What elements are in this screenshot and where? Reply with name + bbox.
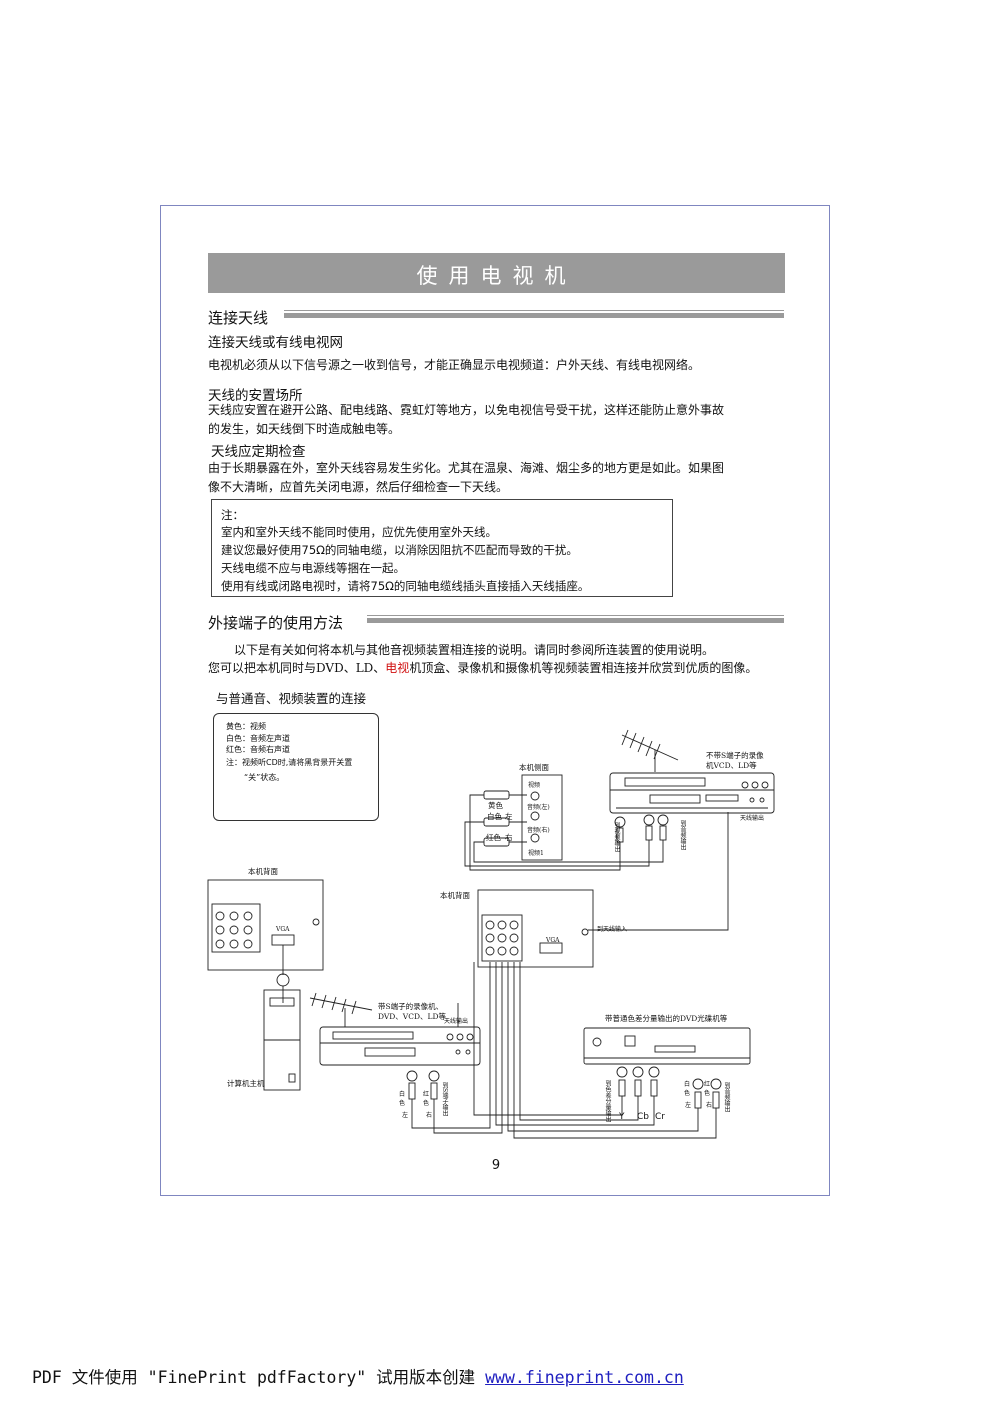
computer-tower bbox=[263, 989, 301, 1091]
to-audio-out-label: 到音频输出 bbox=[723, 1082, 730, 1112]
legend-line: 红色：音频右声道 bbox=[226, 745, 290, 754]
vga-label: VGA bbox=[546, 937, 560, 944]
s-vcr-label: 带S端子的录像机、 bbox=[378, 1002, 444, 1011]
dvd-plugs bbox=[616, 1066, 722, 1109]
cable-yellow-label: 黄色 bbox=[488, 801, 503, 810]
to-component-out-label: 到色差分量输出 bbox=[604, 1080, 611, 1122]
legend-line: 注：视频听CD时,请将黑背景开关置 bbox=[226, 758, 353, 767]
right-mark: 右 bbox=[426, 1112, 433, 1119]
vcr-top-label: 不带S端子的录像 bbox=[706, 751, 764, 760]
pdf-footer: PDF 文件使用 "FinePrint pdfFactory" 试用版本创建 w… bbox=[32, 1364, 684, 1388]
tv-side-panel bbox=[521, 774, 563, 861]
terminals-heading-rule bbox=[367, 615, 784, 623]
rear-panel-label: 本机背面 bbox=[440, 891, 470, 900]
vcr-device-bottom bbox=[319, 1026, 481, 1066]
to-s-out-label: 到S端子输出 bbox=[441, 1082, 448, 1117]
terminals-sub: 与普通音、视频装置的连接 bbox=[216, 691, 367, 706]
note-line: 室内和室外天线不能同时使用，应优先使用室外天线。 bbox=[221, 525, 497, 539]
component-y-label: Y bbox=[619, 1112, 625, 1122]
antenna-out-label: 天线输出 bbox=[740, 815, 765, 822]
antenna-p2b: 的发生，如天线倒下时造成触电等。 bbox=[208, 422, 401, 436]
side-jack-label: 音频(左) bbox=[527, 804, 550, 811]
note-title: 注： bbox=[221, 508, 244, 522]
antenna-sub3: 天线应定期检查 bbox=[211, 444, 306, 460]
cable-red-label: 红色 bbox=[486, 833, 501, 842]
page-title: 使用电视机 bbox=[416, 264, 577, 288]
title-banner: 使用电视机 bbox=[208, 253, 785, 293]
antenna-in-label: 到天线输入 bbox=[597, 926, 628, 933]
left-mark: 左 bbox=[402, 1112, 409, 1119]
white-label: 白色 bbox=[684, 1081, 691, 1097]
red-label: 红色 bbox=[704, 1081, 711, 1097]
legend-line: 黄色：视频 bbox=[226, 722, 266, 731]
right-mark: 右 bbox=[505, 833, 513, 842]
vga-label-left: VGA bbox=[276, 926, 290, 933]
color-legend: 黄色：视频 白色：音频左声道 红色：音频右声道 注：视频听CD时,请将黑背景开关… bbox=[213, 713, 379, 821]
side-jack-label: 视频1 bbox=[528, 850, 544, 857]
antenna-out-label: 天线输出 bbox=[444, 1018, 469, 1025]
note-box: 注： 室内和室外天线不能同时使用，应优先使用室外天线。 建议您最好使用75Ω的同… bbox=[211, 499, 673, 597]
left-mark: 左 bbox=[505, 812, 513, 821]
dvd-label: 带普通色差分量输出的DVD光碟机等 bbox=[605, 1014, 728, 1023]
note-line: 建议您最好使用75Ω的同轴电缆，以消除因阻抗不匹配而导致的干扰。 bbox=[221, 543, 578, 557]
right-mark: 右 bbox=[706, 1102, 713, 1109]
antenna-icon bbox=[621, 729, 679, 772]
side-jack-label: 音频(右) bbox=[527, 827, 550, 834]
to-video-out-label: 到视频输出 bbox=[613, 822, 620, 852]
antenna-sub1: 连接天线或有线电视网 bbox=[208, 335, 343, 351]
component-cb-label: Cb bbox=[637, 1112, 649, 1122]
antenna-sub2: 天线的安置场所 bbox=[208, 388, 303, 404]
note-line: 使用有线或闭路电视时，请将75Ω的同轴电缆线插头直接插入天线插座。 bbox=[221, 579, 590, 593]
antenna-heading: 连接天线 bbox=[208, 309, 269, 327]
s-vcr-label: DVD、VCD、LD等 bbox=[378, 1012, 446, 1021]
side-jack-label: 视频 bbox=[528, 782, 541, 789]
antenna-icon bbox=[309, 992, 373, 1027]
footer-text: PDF 文件使用 "FinePrint pdfFactory" 试用版本创建 bbox=[32, 1368, 486, 1387]
antenna-p3b: 像不大清晰，应首先关闭电源，然后仔细检查一下天线。 bbox=[208, 480, 509, 494]
page-number: 9 bbox=[491, 1158, 501, 1173]
side-panel-label: 本机侧面 bbox=[519, 763, 549, 772]
terminals-p1: 以下是有关如何将本机与其他音视频装置相连接的说明。请同时参阅所连装置的使用说明。 bbox=[234, 643, 715, 657]
cable-white-label: 白色 bbox=[487, 812, 502, 821]
antenna-p1: 电视机必须从以下信号源之一收到信号，才能正确显示电视频道：户外天线、有线电视网络… bbox=[208, 358, 701, 372]
antenna-heading-rule bbox=[284, 310, 784, 318]
tv-rear-panel bbox=[477, 889, 594, 968]
terminals-heading: 外接端子的使用方法 bbox=[208, 614, 344, 632]
tv-rear-panel-left bbox=[207, 879, 324, 971]
vcr-device-top bbox=[609, 772, 775, 814]
computer-label: 计算机主机 bbox=[227, 1079, 265, 1088]
antenna-p3a: 由于长期暴露在外，室外天线容易发生劣化。尤其在温泉、海滩、烟尘多的地方更是如此。… bbox=[208, 461, 725, 475]
vcr-top-label: 机VCD、LD等 bbox=[706, 761, 757, 770]
note-line: 天线电缆不应与电源线等捆在一起。 bbox=[221, 561, 405, 575]
legend-line: 白色：音频左声道 bbox=[226, 734, 290, 743]
red-label: 红色 bbox=[423, 1091, 430, 1107]
left-mark: 左 bbox=[685, 1102, 692, 1109]
component-cr-label: Cr bbox=[655, 1112, 665, 1122]
white-label: 白色 bbox=[399, 1091, 406, 1107]
terminals-p2: 您可以把本机同时与DVD、LD、电视机顶盒、录像机和摄像机等视频装置相连接并欣赏… bbox=[208, 661, 758, 675]
dvd-player bbox=[583, 1027, 751, 1065]
vcr-top-plugs bbox=[614, 814, 669, 843]
footer-link[interactable]: www.fineprint.com.cn bbox=[485, 1368, 684, 1387]
antenna-p2a: 天线应安置在避开公路、配电线路、霓虹灯等地方，以免电视信号受干扰，这样还能防止意… bbox=[208, 403, 725, 417]
to-audio-out-label: 到音频输出 bbox=[679, 820, 686, 850]
rear-panel-left-label: 本机背面 bbox=[248, 867, 278, 876]
page-frame bbox=[160, 205, 830, 1196]
legend-line: “关”状态。 bbox=[244, 773, 285, 782]
